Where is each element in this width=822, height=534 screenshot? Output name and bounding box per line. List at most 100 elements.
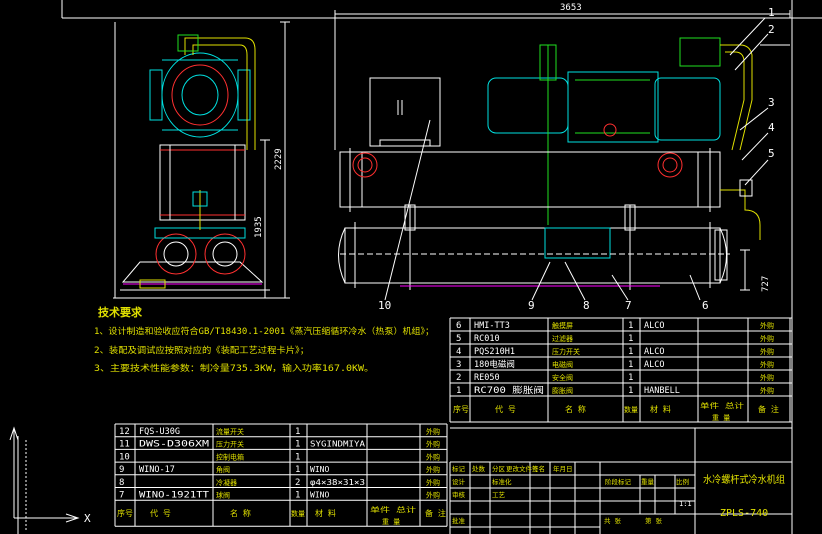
- left-bom-no: 12: [119, 427, 130, 437]
- left-bom-qty: 1: [295, 452, 300, 462]
- callout-8: 8: [583, 299, 590, 312]
- title-block-label: 设计: [452, 477, 466, 486]
- left-bom-name: 压力开关: [216, 440, 244, 449]
- title-block-label: 标准化: [492, 477, 512, 486]
- right-bom-code: HMI-TT3: [474, 321, 510, 331]
- right-bom-material: ALCO: [644, 321, 664, 331]
- left-bom-qty: 1: [295, 465, 300, 475]
- title-block-label: 签名: [532, 464, 545, 473]
- title-block-label: 工艺: [492, 491, 506, 499]
- left-bom-header-unit: 单件 总计: [370, 505, 416, 514]
- left-bom-qty: 1: [295, 491, 300, 501]
- left-bom-no: 10: [119, 452, 130, 462]
- left-bom-no: 11: [119, 440, 130, 450]
- right-bom-code: RC010: [474, 334, 500, 344]
- dim-right-height: 727: [761, 276, 771, 292]
- right-bom-material: ALCO: [644, 360, 664, 370]
- right-bom-header-name: 名 称: [565, 404, 586, 414]
- right-bom-header-unit: 单件 总计: [700, 401, 744, 410]
- left-bom-name: 球阀: [216, 491, 230, 500]
- callout-7: 7: [625, 299, 632, 312]
- right-bom-qty: 1: [628, 347, 633, 357]
- left-bom-qty: 1: [295, 440, 300, 450]
- title-block-label: 审核: [452, 490, 466, 499]
- callout-2: 2: [768, 23, 775, 36]
- left-bom-name: 角阀: [216, 465, 230, 474]
- right-bom-note: 外购: [760, 347, 774, 356]
- side-view: [113, 21, 290, 299]
- right-bom-header-code: 代 号: [495, 404, 516, 414]
- right-bom-note: 外购: [760, 321, 774, 330]
- right-bom-name: 过滤器: [552, 334, 573, 343]
- right-bom-note: 外购: [760, 386, 774, 395]
- left-bom-note: 外购: [426, 491, 440, 500]
- callout-9: 9: [528, 299, 535, 312]
- left-bom-note: 外购: [426, 452, 440, 461]
- left-bom-code: DWS-D306XM: [139, 440, 209, 450]
- left-bom-no: 9: [119, 465, 124, 475]
- tech-line-3: 3、主要技术性能参数：制冷量735.3KW，输入功率167.0KW。: [94, 363, 374, 374]
- left-bom-note: 外购: [426, 478, 440, 487]
- left-bom-header-no: 序号: [117, 508, 133, 518]
- left-bom-material: SYGINDMIYA: [310, 440, 365, 449]
- right-bom-material: HANBELL: [644, 386, 680, 396]
- right-bom-no: 4: [456, 347, 461, 357]
- title-block-label: 共 张: [604, 516, 621, 525]
- right-bom-note: 外购: [760, 334, 774, 343]
- left-bom-material: φ4×38×31×3: [310, 478, 365, 487]
- right-bom-qty: 1: [628, 373, 633, 383]
- left-bom-no: 8: [119, 478, 124, 488]
- title-block-label: 年月日: [553, 464, 573, 473]
- right-bom-code: RC700 膨胀阀: [474, 385, 544, 396]
- right-bom-qty: 1: [628, 386, 633, 396]
- left-bom-no: 7: [119, 491, 124, 501]
- tech-line-1: 1、设计制造和验收应符合GB/T18430.1-2001《蒸汽压缩循环冷水（热泵…: [94, 326, 434, 337]
- title-block-label: 更改文件号: [506, 464, 539, 473]
- right-bom-header-qty: 数量: [624, 405, 638, 414]
- right-bom-note: 外购: [760, 373, 774, 382]
- left-bom-name: 冷凝器: [216, 478, 237, 487]
- product-name: 水冷螺杆式冷水机组: [703, 473, 785, 486]
- title-block-label: 重量: [641, 478, 655, 486]
- left-bom-qty: 2: [295, 478, 300, 488]
- tech-title: 技术要求: [98, 305, 143, 319]
- right-bom-qty: 1: [628, 334, 633, 344]
- right-bom-no: 3: [456, 360, 461, 370]
- title-block-label: 标记: [452, 464, 466, 473]
- right-bom-note: 外购: [760, 360, 774, 369]
- right-bom-code: RE050: [474, 373, 500, 383]
- left-bom-note: 外购: [426, 440, 440, 449]
- callouts: 1 2 3 4 5 6 7 8 9 10: [378, 6, 775, 312]
- left-bom-name: 流量开关: [216, 427, 244, 436]
- right-bom-name: 安全阀: [552, 373, 573, 382]
- right-bom-no: 2: [456, 373, 461, 383]
- callout-1: 1: [768, 6, 775, 19]
- title-block-label: 分区: [492, 464, 506, 473]
- right-bom-header-no: 序号: [453, 404, 469, 414]
- drawing-number: ZPLS-740: [720, 508, 768, 519]
- left-bom-material: WINO: [310, 465, 329, 474]
- callout-4: 4: [768, 121, 775, 134]
- left-bom-qty: 1: [295, 427, 300, 437]
- right-bom-code: PQS210H1: [474, 347, 515, 357]
- left-bom-header-note: 备 注: [425, 508, 446, 518]
- left-bom-header-weight: 重 量: [382, 518, 400, 526]
- right-bom-material: ALCO: [644, 347, 664, 357]
- tech-line-2: 2、装配及调试应按照对应的《装配工艺过程卡片》；: [94, 345, 309, 356]
- right-bom-name: 电磁阀: [552, 360, 573, 369]
- tech-requirements: 技术要求 1、设计制造和验收应符合GB/T18430.1-2001《蒸汽压缩循环…: [94, 305, 434, 374]
- left-bom-note: 外购: [426, 465, 440, 474]
- dim-height-outer: 2229: [274, 148, 284, 170]
- right-bom-name: 触摸屏: [552, 321, 573, 330]
- right-bom-qty: 1: [628, 360, 633, 370]
- title-block: 水冷螺杆式冷水机组 ZPLS-740 1:1: [679, 473, 785, 519]
- callout-3: 3: [768, 96, 775, 109]
- right-bom-no: 6: [456, 321, 461, 331]
- title-block-label: 批准: [452, 516, 466, 525]
- title-block-label: 处数: [472, 464, 486, 473]
- title-block-label: 第 张: [645, 516, 662, 525]
- front-view: [334, 10, 791, 301]
